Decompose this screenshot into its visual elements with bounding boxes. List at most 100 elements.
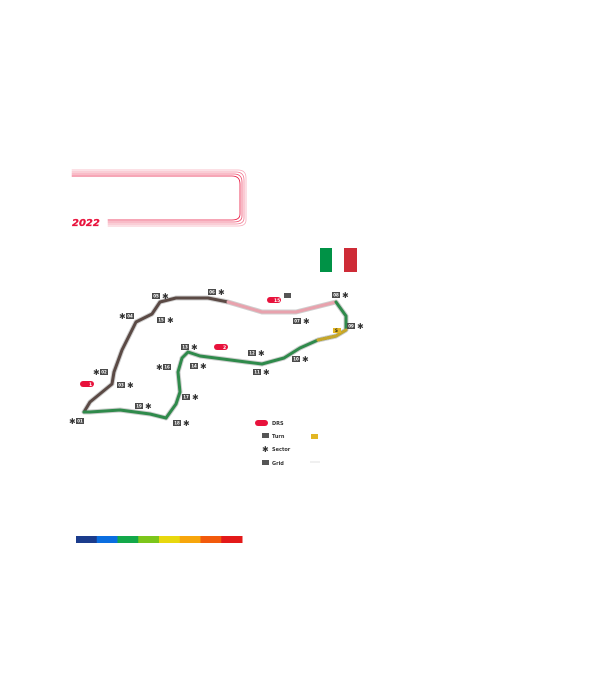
turn-tag-04: 04✱ — [119, 312, 134, 321]
sector-asterisk-icon: ✱ — [69, 417, 76, 426]
legend-drs-label: DRS — [272, 421, 284, 427]
flag-stripe-green — [320, 248, 332, 272]
sector-asterisk-icon: ✱ — [342, 291, 349, 300]
turn-tag-label: 06 — [209, 290, 215, 295]
turn-tag-17: 17✱ — [182, 393, 199, 402]
turn-tag-label: 09 — [348, 324, 354, 329]
turn-tag-label: 18 — [174, 421, 180, 426]
legend-turn-swatch — [262, 433, 269, 438]
sector-asterisk-icon: ✱ — [303, 317, 310, 326]
track-yellow-segment — [316, 328, 348, 342]
turn-tag-18: 18✱ — [173, 419, 190, 428]
turn-tag-19: 19✱ — [135, 402, 152, 411]
turn-tag-label: 01 — [77, 419, 83, 424]
speed-scale-segment — [159, 536, 181, 543]
sector-asterisk-icon: ✱ — [258, 349, 265, 358]
turn-tag-label: 19 — [136, 404, 142, 409]
track-main-segment — [82, 296, 230, 414]
turn-tag-label: 15 — [158, 318, 164, 323]
turn-tag-label: 14 — [191, 364, 197, 369]
turn-tag-label: 03 — [118, 383, 124, 388]
turn-tag-02: 02✱ — [93, 368, 108, 377]
sector-asterisk-icon: ✱ — [263, 368, 270, 377]
legend-sector-label: Sector — [272, 447, 291, 453]
turn-tag-label: 17 — [183, 395, 189, 400]
flag-stripe-red — [344, 248, 357, 272]
turn-tag-16: 16✱ — [156, 363, 171, 372]
turn-tag-05: 05✱ — [152, 292, 169, 301]
speed-trap-label: S — [335, 328, 338, 333]
turn-tag-label: 12 — [249, 351, 255, 356]
turn-tag-box — [293, 318, 301, 324]
drs-marker-2-label: 2 — [223, 345, 226, 351]
drs-marker-2: 2 — [214, 344, 228, 351]
turn-tag-label: 08 — [333, 293, 339, 298]
turn-tag-06: 06✱ — [208, 288, 225, 297]
turn-tag-box — [117, 382, 125, 388]
turn-tag-label: 04 — [127, 314, 133, 319]
header-frame — [71, 169, 247, 227]
sector-asterisk-icon: ✱ — [145, 402, 152, 411]
sector-asterisk-icon: ✱ — [156, 363, 163, 372]
sector-asterisk-icon: ✱ — [119, 312, 126, 321]
turn-tag-box — [173, 420, 181, 426]
turn-tag-08: 08✱ — [332, 291, 349, 300]
sector-asterisk-icon: ✱ — [192, 393, 199, 402]
turn-tag-10: 10✱ — [292, 355, 309, 364]
turn-tag-14: 14✱ — [190, 362, 207, 371]
track-fast-segment — [226, 300, 338, 314]
speed-scale-segment — [221, 536, 243, 543]
turn-tag-box — [347, 323, 355, 329]
sector-asterisk-icon: ✱ — [357, 322, 364, 331]
sector-asterisk-icon: ✱ — [191, 343, 198, 352]
turn-tag-label: 05 — [153, 294, 159, 299]
turn-tag-03: 03✱ — [117, 381, 134, 390]
turn-tag-13: 13✱ — [181, 343, 198, 352]
legend-grid-swatch — [262, 460, 269, 465]
country-flag — [320, 248, 357, 272]
speed-scale-segment — [117, 536, 139, 543]
turn-tag-box — [248, 350, 256, 356]
legend: DRS Turn ✱ Sector Grid — [255, 420, 320, 467]
turn-tag-box — [253, 369, 261, 375]
legend-speed-trap-swatch — [311, 434, 318, 439]
turn-tag-box — [182, 394, 190, 400]
turn-tag-label: 02 — [101, 370, 107, 375]
turn-tag-09: 09✱ — [347, 322, 364, 331]
turn-tag-01: 01✱ — [69, 417, 84, 426]
turn-tag-11: 11✱ — [253, 368, 270, 377]
turn-tag-label: 16 — [164, 365, 170, 370]
speed-scale-bar — [76, 536, 243, 543]
sector-asterisk-icon: ✱ — [183, 419, 190, 428]
turn-tag-box — [181, 344, 189, 350]
sector-asterisk-icon: ✱ — [167, 316, 174, 325]
sector-asterisk-icon: ✱ — [200, 362, 207, 371]
legend-drs-swatch — [255, 420, 268, 426]
speed-scale-segment — [76, 536, 98, 543]
sector-asterisk-icon: ✱ — [93, 368, 100, 377]
sector-asterisk-icon: ✱ — [302, 355, 309, 364]
turn-tag-15: 15✱ — [157, 316, 174, 325]
drs-detection-marker: 15 — [267, 293, 291, 304]
legend-turn-label: Turn — [272, 434, 285, 440]
turn-tag-box — [163, 364, 171, 370]
turn-tag-label: 10 — [293, 357, 299, 362]
turn-tag-box — [152, 293, 160, 299]
turn-tag-box — [190, 363, 198, 369]
turn-tag-box — [332, 292, 340, 298]
sector-asterisk-icon: ✱ — [127, 381, 134, 390]
sector-asterisk-icon: ✱ — [218, 288, 225, 297]
legend-sector-icon: ✱ — [262, 445, 269, 454]
drs-marker-1: 1 — [80, 381, 94, 388]
turn-tag-label: 13 — [182, 345, 188, 350]
turn-tag-box — [208, 289, 216, 295]
turn-tag-label: 07 — [294, 319, 300, 324]
drs-marker-1-label: 1 — [89, 382, 92, 388]
turn-tag-label: 11 — [254, 370, 260, 375]
drs-detection-label: 15 — [274, 298, 280, 304]
turn-tag-12: 12✱ — [248, 349, 265, 358]
legend-grid-label: Grid — [272, 461, 284, 467]
turn-tag-box — [292, 356, 300, 362]
season-year: 2022 — [72, 218, 100, 229]
